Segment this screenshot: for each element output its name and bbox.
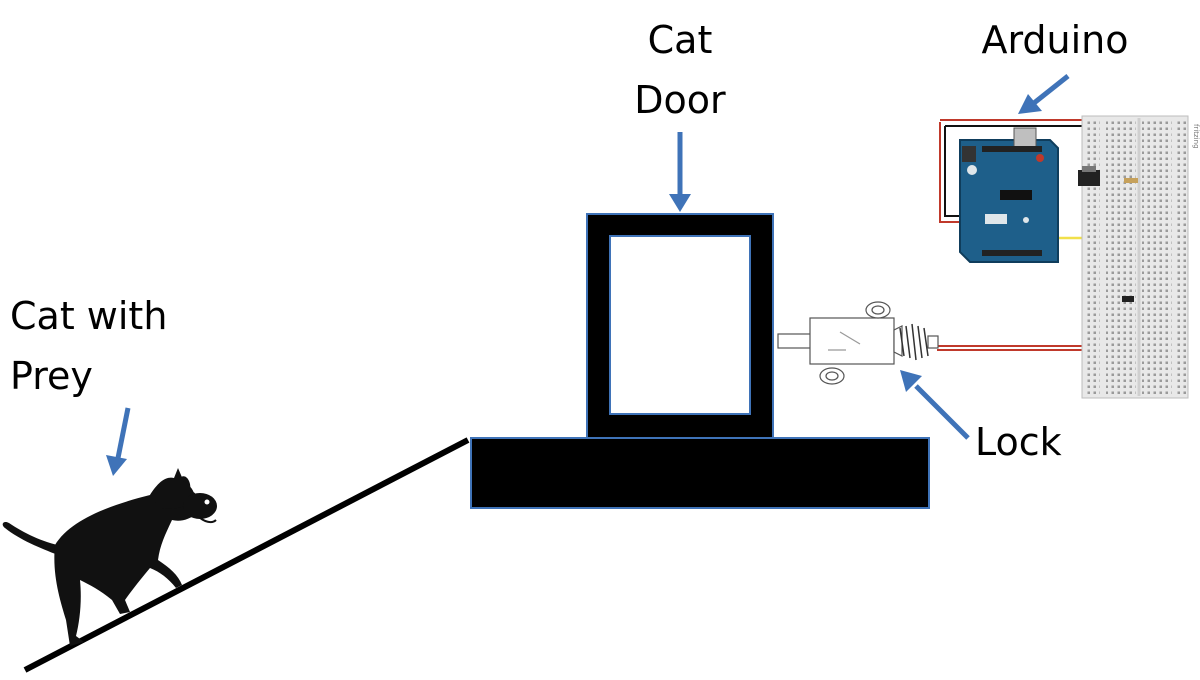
lock-label: Lock (975, 412, 1075, 472)
cat-arrow (106, 407, 131, 476)
door-base (470, 437, 930, 509)
cat-door-label-line1: Cat (647, 18, 713, 62)
lock-arrow (900, 370, 970, 440)
lock-label-text: Lock (975, 420, 1062, 464)
arduino-board-icon (959, 127, 1059, 263)
cat-door-icon (586, 213, 774, 439)
solenoid-lock-icon (777, 301, 939, 385)
cat-door-label: Cat Door (610, 10, 750, 130)
fritzing-watermark: fritzing (1192, 124, 1200, 149)
arduino-label-text: Arduino (981, 18, 1129, 62)
cat-with-prey-label-line1: Cat with (10, 294, 168, 338)
cat-silhouette-icon (2, 468, 217, 646)
cat-with-prey-label-line2: Prey (10, 354, 93, 398)
arduino-label: Arduino (965, 10, 1145, 70)
breadboard-icon (1078, 115, 1189, 399)
cat-with-prey-label: Cat with Prey (10, 286, 210, 406)
cat-door-arrow (669, 132, 691, 212)
arduino-arrow (1018, 74, 1070, 114)
cat-door-label-line2: Door (634, 78, 726, 122)
ramp (23, 437, 470, 673)
